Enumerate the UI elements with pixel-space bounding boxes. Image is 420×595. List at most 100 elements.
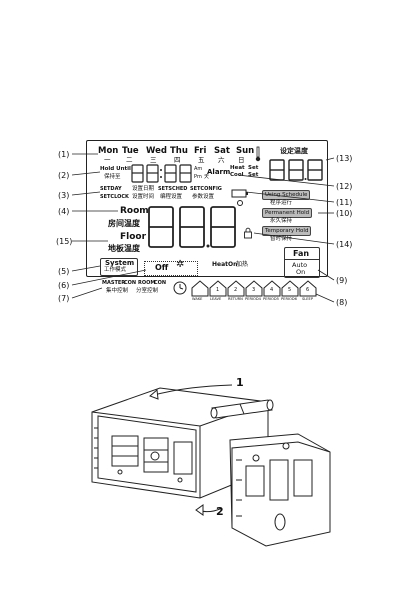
callout-13: (13): [336, 154, 353, 163]
am-label: Am: [194, 166, 203, 172]
day-tue: Tue: [122, 146, 139, 156]
fan-box: Fan Auto On: [284, 247, 320, 278]
master-label: MASTER: [102, 280, 126, 286]
period-num-6: 6: [306, 287, 310, 293]
temporary-hold-indicator: Temporary Hold: [262, 226, 312, 237]
period-return: RETURN: [228, 297, 243, 301]
heat-label: Heat: [230, 165, 245, 171]
temporary-hold-cn: 暂时保持: [270, 236, 293, 242]
off-mode-box: Off: [144, 261, 198, 276]
days-unit-cn: 天: [204, 174, 210, 180]
period-num-3: 3: [252, 287, 256, 293]
callout-12: (12): [336, 182, 353, 191]
callout-7: (7): [58, 294, 70, 303]
day-wed: Wed: [146, 146, 167, 156]
period-num-5: 5: [288, 287, 292, 293]
installation-drawing: [91, 384, 331, 547]
period-6: PERIOD6: [281, 297, 297, 301]
period-leave: LEAVE: [210, 297, 222, 301]
callout-3: (3): [58, 191, 70, 200]
period-4: PERIOD4: [245, 297, 261, 301]
period-wake: WAKE: [192, 297, 203, 301]
arrow-1-label: 1: [236, 376, 244, 389]
callout-10: (10): [336, 209, 353, 218]
period-sleep: SLEEP: [302, 297, 313, 301]
setconfig-cn: 参数设置: [192, 194, 215, 200]
callout-8: (8): [336, 298, 348, 307]
day-sat: Sat: [214, 146, 230, 156]
period-num-2: 2: [234, 287, 238, 293]
hold-until-label: Hold Until: [100, 166, 131, 172]
thermometer-icon: [255, 146, 261, 162]
room-label: Room: [120, 206, 149, 216]
sun-icon: ✲: [176, 259, 185, 270]
callout-5: (5): [58, 267, 70, 276]
day-cn-7: 日: [238, 156, 245, 164]
callout-15: (15): [56, 237, 73, 246]
con-label-2: CON: [154, 280, 167, 286]
callout-4: (4): [58, 207, 70, 216]
setsched-label: SETSCHED: [158, 186, 188, 192]
system-cn: 工作模式: [104, 267, 127, 273]
period-5: PERIOD5: [263, 297, 279, 301]
day-cn-2: 二: [126, 156, 133, 164]
period-num-1: 1: [216, 287, 220, 293]
set-label-1: Set: [248, 165, 259, 171]
heat-on-label: HeatOn: [212, 261, 238, 268]
battery-icon: [231, 189, 248, 206]
con-label-1: CON: [124, 280, 137, 286]
period-num-4: 4: [270, 287, 274, 293]
set-temp-label: 设定温度: [280, 147, 308, 155]
day-thu: Thu: [170, 146, 188, 156]
system-label: System: [105, 259, 135, 267]
callout-14: (14): [336, 240, 353, 249]
day-cn-6: 六: [218, 156, 225, 164]
fan-label: Fan: [293, 249, 310, 258]
floor-label: Floor: [120, 232, 147, 242]
callout-2: (2): [58, 171, 70, 180]
hold-until-cn: 保持至: [104, 174, 121, 180]
callout-11: (11): [336, 198, 353, 207]
lcd-display-frame: [86, 140, 328, 277]
day-cn-5: 五: [198, 156, 205, 164]
day-fri: Fri: [194, 146, 207, 156]
cool-label: Cool: [230, 172, 244, 178]
setsched-cn: 编程设置: [160, 194, 183, 200]
day-sun: Sun: [236, 146, 255, 156]
setday-label: SETDAY: [100, 186, 122, 192]
callout-1: (1): [58, 150, 70, 159]
fan-on-label: On: [296, 268, 306, 276]
permanent-hold-indicator: Permanent Hold: [262, 208, 313, 219]
setclock-cn: 设置时间: [132, 194, 155, 200]
period-icons: [191, 280, 317, 297]
pm-label: Pm: [194, 174, 202, 180]
set-label-2: Set: [248, 172, 259, 178]
fan-auto-label: Auto: [292, 261, 308, 269]
alarm-label: Alarm: [207, 168, 231, 176]
room-con-label: ROOM: [138, 280, 156, 286]
setclock-label: SETCLOCK: [100, 194, 129, 200]
room-temp-digits: [148, 206, 236, 248]
setday-cn: 设置日期: [132, 186, 155, 192]
day-mon: Mon: [98, 146, 119, 156]
off-label: Off: [155, 263, 169, 272]
arrow-2-label: 2: [216, 505, 224, 518]
clock-icon: [173, 281, 187, 295]
using-schedule-cn: 程序运行: [270, 200, 293, 206]
floor-cn-label: 地板温度: [108, 244, 140, 253]
heat-on-cn: 加热: [236, 261, 249, 268]
callout-9: (9): [336, 276, 348, 285]
room-cn-label: 房间温度: [108, 219, 140, 228]
set-temp-digits: [269, 159, 323, 181]
day-cn-3: 三: [150, 156, 157, 164]
callout-6: (6): [58, 281, 70, 290]
callout-lines: [71, 153, 335, 303]
using-schedule-indicator: Using Schedule: [262, 190, 311, 201]
master-cn: 集中控制: [106, 288, 129, 294]
day-cn-1: 一: [104, 156, 111, 164]
hold-until-digits: [131, 164, 192, 183]
room-con-cn: 分室控制: [136, 288, 159, 294]
day-cn-4: 四: [174, 156, 181, 164]
lock-icon: [244, 227, 252, 239]
setconfig-label: SETCONFIG: [190, 186, 222, 192]
